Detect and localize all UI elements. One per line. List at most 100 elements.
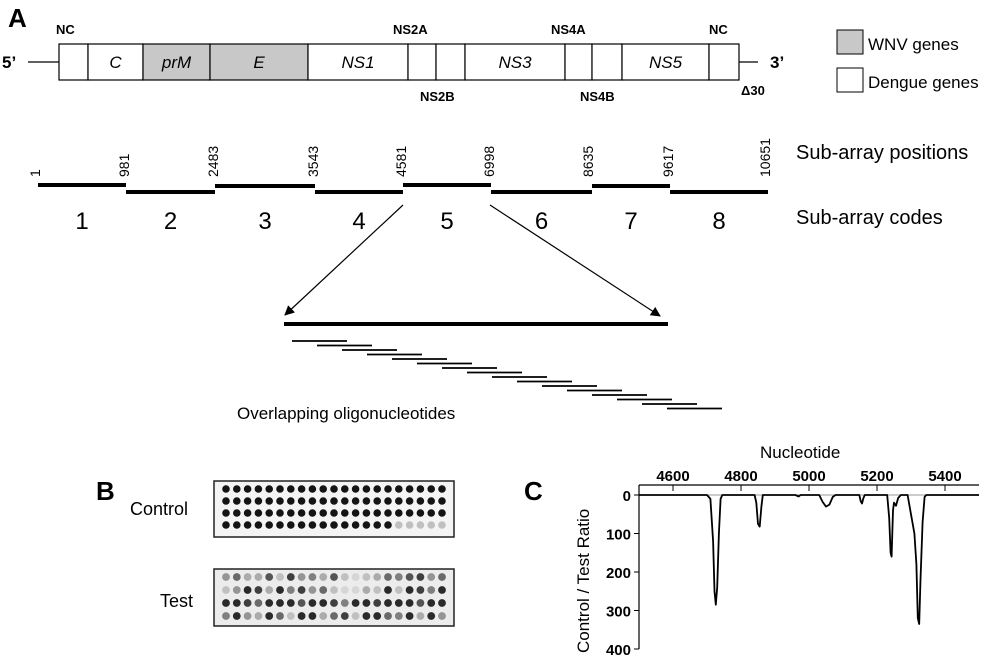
blot-dot <box>373 497 382 505</box>
blot-dot <box>340 573 349 581</box>
blot-dot <box>438 485 446 493</box>
subarray-code: 6 <box>535 208 548 235</box>
blot-dot <box>222 485 230 493</box>
blot-dot <box>351 612 360 620</box>
blot-dot <box>405 497 414 505</box>
blot-dot <box>287 521 295 529</box>
blot-dot <box>233 485 241 493</box>
blot-dot <box>276 509 284 517</box>
blot-dot <box>222 586 230 594</box>
blot-dot <box>297 509 306 517</box>
blot-dot <box>362 599 371 607</box>
blot-dot <box>416 612 425 620</box>
blot-dot <box>297 573 306 581</box>
subarray-code: 5 <box>440 208 453 235</box>
blot-dot <box>287 497 295 505</box>
blot-dot <box>243 586 252 594</box>
blot-dot <box>416 586 425 594</box>
blot-dot <box>395 509 403 517</box>
subarray-position-label: 9617 <box>660 146 676 177</box>
chart-y-tick-label: 200 <box>606 565 631 582</box>
genome-segment <box>435 43 466 81</box>
blot-dot <box>265 612 274 620</box>
blot-dot <box>265 497 274 505</box>
blot-dot <box>416 509 425 517</box>
genome-segment-label: NS3 <box>498 53 532 72</box>
genome-segment <box>708 43 740 81</box>
chart-series-line <box>639 494 979 625</box>
blot-dot <box>222 497 230 505</box>
blot-dot <box>243 485 252 493</box>
blot-dot <box>243 599 252 607</box>
blot-dot <box>243 612 252 620</box>
chart-y-tick-label: 0 <box>623 488 631 505</box>
blot-dot <box>416 521 425 529</box>
blot-dot <box>362 485 371 493</box>
blot-dot <box>243 521 252 529</box>
control-label: Control <box>130 499 188 519</box>
blot-dot <box>308 599 317 607</box>
blot-dot <box>340 612 349 620</box>
control-dot-array <box>222 485 446 529</box>
blot-dot <box>384 573 392 581</box>
blot-dot <box>222 573 230 581</box>
chart-x-tick-label: 4800 <box>724 468 757 485</box>
genome-segment <box>591 43 623 81</box>
three-prime-label: 3’ <box>770 53 784 72</box>
blot-dot <box>265 573 274 581</box>
blot-dot <box>330 573 338 581</box>
blot-dot <box>276 599 284 607</box>
subarray-code: 3 <box>258 208 271 235</box>
blot-dot <box>330 497 338 505</box>
blot-dot <box>222 521 230 529</box>
blot-dot <box>373 612 382 620</box>
blot-dot <box>297 612 306 620</box>
blot-dot <box>319 586 328 594</box>
subarray-position-label: 4581 <box>393 146 409 177</box>
chart-y-tick-label: 300 <box>606 604 631 621</box>
deletion-label: Δ30 <box>741 83 765 98</box>
blot-dot <box>233 521 241 529</box>
blot-dot <box>254 485 263 493</box>
blot-dot <box>254 586 263 594</box>
blot-dot <box>340 599 349 607</box>
blot-dot <box>395 497 403 505</box>
above-label-nc-left: NC <box>56 22 75 37</box>
subarray-code: 1 <box>75 208 88 235</box>
blot-dot <box>243 497 252 505</box>
below-label-ns2b: NS2B <box>420 89 455 104</box>
panel-label-c: C <box>524 476 543 506</box>
genome-segment <box>142 43 211 81</box>
blot-dot <box>308 586 317 594</box>
legend-swatch-dengue <box>836 67 864 93</box>
blot-dot <box>427 586 436 594</box>
blot-dot <box>394 599 403 607</box>
blot-dot <box>319 497 328 505</box>
blot-dot <box>438 497 446 505</box>
blot-dot <box>438 521 446 529</box>
blot-dot <box>254 521 263 529</box>
blot-dot <box>351 586 360 594</box>
blot-dot <box>427 599 436 607</box>
blot-dot <box>233 497 241 505</box>
blot-dot <box>319 599 328 607</box>
genome-segment <box>209 43 309 81</box>
blot-dot <box>276 521 284 529</box>
blot-dot <box>362 521 371 529</box>
blot-dot <box>243 509 252 517</box>
chart-x-tick-label: 5000 <box>792 468 825 485</box>
subarray-codes-title: Sub-array codes <box>796 207 943 229</box>
zoom-arrow-left <box>284 204 404 316</box>
blot-dot <box>351 497 360 505</box>
blot-dot <box>341 509 349 517</box>
blot-dot <box>351 485 360 493</box>
subarray-positions-title: Sub-array positions <box>796 142 968 164</box>
blot-dot <box>394 612 403 620</box>
legend-swatch-wnv <box>836 29 864 55</box>
blot-dot <box>395 485 403 493</box>
blot-dot <box>427 612 436 620</box>
blot-dot <box>405 599 414 607</box>
